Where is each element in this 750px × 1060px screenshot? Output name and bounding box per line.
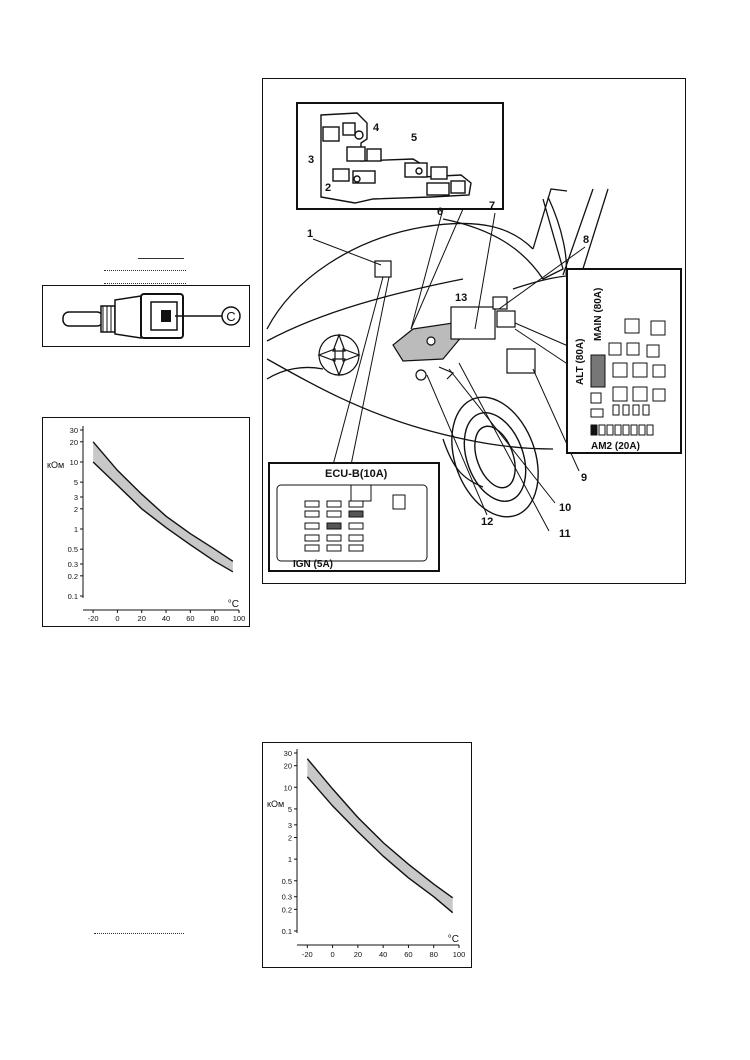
callout-7: 7 bbox=[489, 200, 495, 212]
y-tick-label: 10 bbox=[70, 458, 78, 467]
x-tick-label: 60 bbox=[186, 614, 194, 623]
car-body-outline bbox=[266, 188, 624, 488]
callout-12: 12 bbox=[481, 516, 493, 528]
y-tick-label: 0.3 bbox=[68, 560, 78, 569]
engine-bay-panel: 3 4 5 2 6 1 7 8 13 9 10 12 11 bbox=[262, 78, 686, 584]
y-tick-label: 0.2 bbox=[68, 572, 78, 581]
chart-1-panel: 30 20 10 5 3 2 1 0.5 0.3 0.2 0.1 -20 0 20 40 60 80 100 °C к… bbox=[42, 417, 250, 627]
x-tick-label: 40 bbox=[379, 950, 387, 959]
resistance-band bbox=[93, 441, 233, 572]
engine-fuse-box bbox=[566, 268, 682, 454]
y-tick-label: 30 bbox=[284, 749, 292, 758]
fuse-alt-label: ALT (80A) bbox=[575, 339, 586, 385]
temperature-sensor-drawing: C bbox=[62, 293, 241, 339]
header-dotted-line bbox=[104, 270, 186, 271]
x-tick-label: 100 bbox=[233, 614, 246, 623]
x-tick-label: 0 bbox=[331, 950, 335, 959]
y-tick-label: 0.2 bbox=[282, 905, 292, 914]
header-dotted-line bbox=[104, 283, 186, 284]
header-line bbox=[138, 258, 184, 259]
y-tick-label: 0.1 bbox=[68, 592, 78, 601]
callout-8: 8 bbox=[583, 234, 589, 246]
y-tick-label: 0.5 bbox=[68, 545, 78, 554]
y-tick-label: 3 bbox=[74, 493, 78, 502]
x-tick-label: 60 bbox=[404, 950, 412, 959]
y-axis-label: кОм bbox=[267, 799, 284, 809]
y-tick-label: 30 bbox=[70, 426, 78, 435]
callout-10: 10 bbox=[559, 502, 571, 514]
x-axis-label: °C bbox=[228, 599, 239, 610]
resistance-temperature-chart-1: 30 20 10 5 3 2 1 0.5 0.3 0.2 0.1 -20 0 20 40 60 80 100 °C к… bbox=[47, 426, 246, 623]
callout-13: 13 bbox=[455, 292, 467, 304]
callout-1: 1 bbox=[307, 228, 313, 240]
y-tick-label: 1 bbox=[74, 525, 78, 534]
leader-lines bbox=[312, 208, 586, 532]
x-tick-label: -20 bbox=[302, 950, 313, 959]
y-tick-label: 5 bbox=[288, 805, 292, 814]
band-lower-curve bbox=[92, 461, 234, 573]
cabin-fuse-slots bbox=[276, 484, 428, 562]
x-tick-label: 0 bbox=[115, 614, 119, 623]
fuse-ign-label: IGN (5A) bbox=[293, 559, 333, 570]
chart-2-panel: 30 20 10 5 3 2 1 0.5 0.3 0.2 0.1 -20 0 20 40 60 80 100 °C к… bbox=[262, 742, 472, 968]
resistance-temperature-chart-2: 30 20 10 5 3 2 1 0.5 0.3 0.2 0.1 -20 0 20 40 60 80 100 °C к… bbox=[267, 749, 466, 959]
x-axis-label: °C bbox=[448, 934, 459, 945]
engine-bay-diagram: 3 4 5 2 6 1 7 8 13 9 10 12 11 bbox=[266, 102, 682, 572]
engine-fuse-slots bbox=[590, 318, 666, 436]
resistance-band bbox=[307, 758, 453, 913]
y-axis-label: кОм bbox=[47, 460, 64, 470]
x-tick-label: 20 bbox=[138, 614, 146, 623]
y-tick-label: 2 bbox=[74, 505, 78, 514]
x-tick-label: 80 bbox=[211, 614, 219, 623]
fuse-am2-label: AM2 (20A) bbox=[591, 441, 640, 452]
y-tick-label: 5 bbox=[74, 478, 78, 487]
x-tick-label: 80 bbox=[430, 950, 438, 959]
fuse-main-label: MAIN (80A) bbox=[593, 288, 604, 341]
band-upper-curve bbox=[306, 758, 454, 899]
x-tick-label: 20 bbox=[354, 950, 362, 959]
y-tick-label: 0.3 bbox=[282, 893, 292, 902]
callout-2: 2 bbox=[325, 182, 331, 194]
sensor-panel: C bbox=[42, 285, 250, 347]
y-tick-label: 10 bbox=[284, 783, 292, 792]
band-upper-curve bbox=[92, 441, 234, 562]
callout-4: 4 bbox=[373, 122, 380, 134]
band-lower-curve bbox=[306, 776, 454, 914]
y-tick-label: 3 bbox=[288, 821, 292, 830]
y-tick-label: 0.1 bbox=[282, 927, 292, 936]
callout-6: 6 bbox=[437, 206, 443, 218]
y-tick-label: 0.5 bbox=[282, 877, 292, 886]
relay-block-drawing bbox=[320, 112, 472, 204]
y-tick-label: 20 bbox=[284, 762, 292, 771]
radiator-fan bbox=[317, 333, 361, 377]
footer-dotted-line bbox=[94, 933, 184, 934]
x-tick-label: 40 bbox=[162, 614, 170, 623]
callout-5: 5 bbox=[411, 132, 417, 144]
sensor-terminal-label: C bbox=[226, 309, 235, 324]
callout-3: 3 bbox=[308, 154, 314, 166]
y-tick-label: 2 bbox=[288, 834, 292, 843]
y-tick-label: 20 bbox=[70, 438, 78, 447]
callout-9: 9 bbox=[581, 472, 587, 484]
front-wheel bbox=[451, 396, 539, 518]
y-tick-label: 1 bbox=[288, 855, 292, 864]
x-tick-label: -20 bbox=[88, 614, 99, 623]
engine-components bbox=[374, 260, 536, 381]
fuse-ecu-label: ECU-B(10A) bbox=[325, 468, 388, 480]
callout-11: 11 bbox=[559, 528, 571, 540]
x-tick-label: 100 bbox=[453, 950, 466, 959]
